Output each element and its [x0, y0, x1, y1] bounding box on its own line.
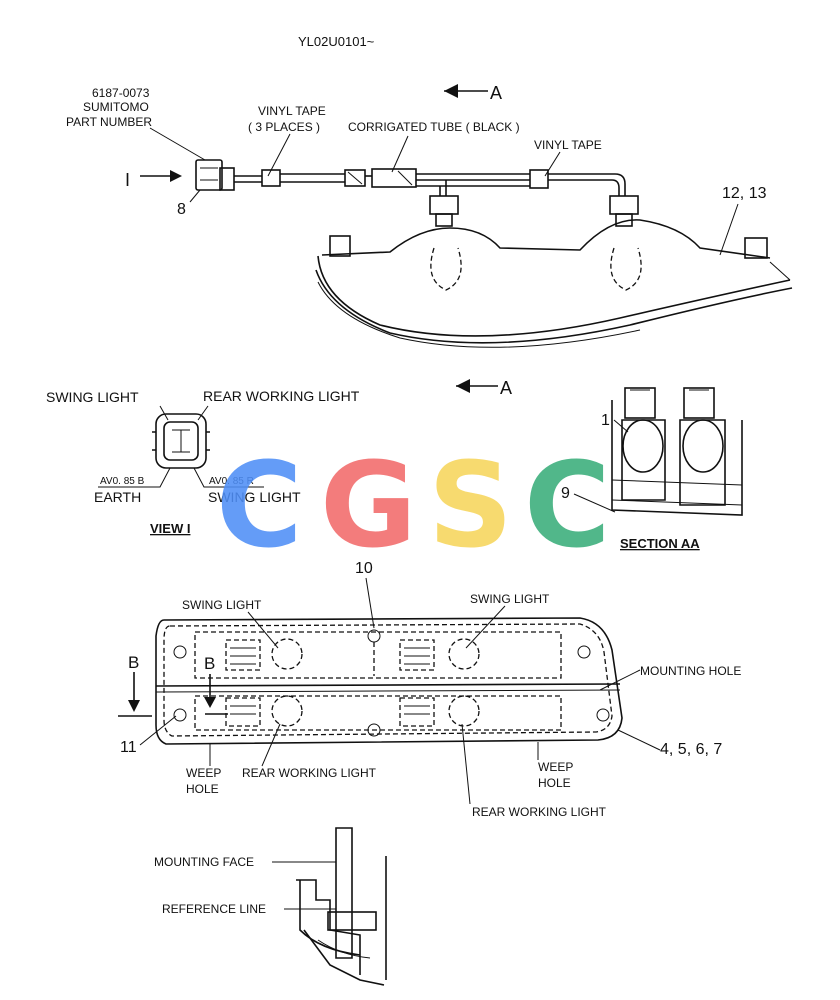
earth-label: EARTH [94, 489, 141, 505]
svg-text:I: I [125, 170, 130, 190]
leader-swing-bottom [193, 467, 264, 488]
leader-12-13 [719, 203, 739, 256]
svg-text:PART NUMBER: PART NUMBER [66, 115, 152, 129]
leader-4-7 [617, 729, 661, 751]
section-aa-view [611, 387, 743, 516]
section-arrow-b-inner: B [204, 654, 228, 715]
leader-corrigated [391, 135, 409, 173]
three-places-label: ( 3 PLACES ) [248, 120, 320, 134]
swing-light-bottom-label: SWING LIGHT [208, 489, 301, 505]
callout-10: 10 [355, 560, 373, 577]
weep-hole-left-label-2: HOLE [186, 782, 219, 796]
lamp-bulb-outlines [225, 638, 480, 727]
svg-text:SUMITOMO: SUMITOMO [83, 100, 149, 114]
leader-8 [189, 189, 201, 203]
rear-working-left-label: REAR WORKING LIGHT [242, 766, 377, 780]
swing-light-left-label: SWING LIGHT [182, 598, 262, 612]
rear-working-right-label: REAR WORKING LIGHT [472, 805, 607, 819]
watermark-letter-s: S [428, 436, 513, 574]
leader-mounting-hole [599, 669, 641, 691]
watermark-letter-g: G [320, 436, 417, 574]
leader-swing-right [465, 605, 506, 649]
weep-hole-right-label-2: HOLE [538, 776, 571, 790]
callout-9: 9 [561, 485, 570, 502]
leader-rear-left [261, 723, 281, 767]
svg-text:B: B [204, 654, 215, 673]
doc-code: YL02U0101~ [298, 34, 375, 49]
connector [195, 159, 235, 191]
callout-8: 8 [177, 201, 186, 218]
leader-vinyl-tape-1 [267, 133, 291, 177]
section-b-detail [296, 827, 387, 986]
lamp-front-housing [155, 617, 623, 745]
corrigated-tube-label: CORRIGATED TUBE ( BLACK ) [348, 120, 520, 134]
reference-line-label: REFERENCE LINE [162, 902, 266, 916]
section-arrow-a-top: A [444, 83, 502, 103]
svg-text:B: B [128, 653, 139, 672]
leader-swing-left [247, 611, 279, 649]
part-number-label: 6187-0073 SUMITOMO PART NUMBER [66, 86, 152, 129]
watermark-letter-c1: C [216, 436, 303, 574]
bulb-socket-left [429, 195, 462, 291]
leader-earth [98, 467, 171, 488]
mounting-hole-label: MOUNTING HOLE [640, 664, 741, 678]
leader-rear-right [461, 723, 471, 805]
wire-harness [234, 168, 626, 196]
view-i-title: VIEW I [150, 521, 190, 536]
svg-text:A: A [490, 83, 502, 103]
wire-r-label: AV0. 85 R [209, 476, 254, 487]
leader-10 [365, 577, 375, 629]
section-arrow-a-mid: A [456, 378, 512, 398]
section-arrow-b-outer: B [118, 653, 152, 717]
vinyl-tape-label-2: VINYL TAPE [534, 138, 602, 152]
watermark-logo: C G S C [216, 436, 611, 574]
callout-4-7: 4, 5, 6, 7 [660, 741, 722, 758]
callout-1: 1 [601, 412, 610, 429]
callout-11: 11 [120, 739, 137, 756]
section-aa-title: SECTION AA [620, 536, 700, 551]
leader-9 [573, 493, 616, 513]
leader-rear-conn [197, 405, 209, 421]
vinyl-tape-label-1: VINYL TAPE [258, 104, 326, 118]
swing-light-right-label: SWING LIGHT [470, 592, 550, 606]
callout-12-13: 12, 13 [722, 185, 767, 202]
svg-text:6187-0073: 6187-0073 [92, 86, 150, 100]
leader-11 [139, 715, 177, 746]
leader-swing-conn [159, 405, 169, 421]
mounting-face-label: MOUNTING FACE [154, 855, 254, 869]
lamp-housing-side [315, 219, 793, 348]
leader-1 [613, 419, 629, 433]
rear-working-connector-label: REAR WORKING LIGHT [203, 388, 360, 404]
swing-light-connector-label: SWING LIGHT [46, 389, 139, 405]
view-arrow-i: I [125, 170, 182, 190]
bulb-socket-right [609, 195, 642, 291]
svg-text:A: A [500, 378, 512, 398]
watermark-letter-c2: C [524, 436, 611, 574]
leader-part-number [149, 127, 206, 161]
weep-hole-right-label-1: WEEP [538, 760, 573, 774]
wire-b-label: AV0. 85 B [100, 476, 145, 487]
connector-face-view [152, 413, 210, 469]
weep-hole-left-label-1: WEEP [186, 766, 221, 780]
